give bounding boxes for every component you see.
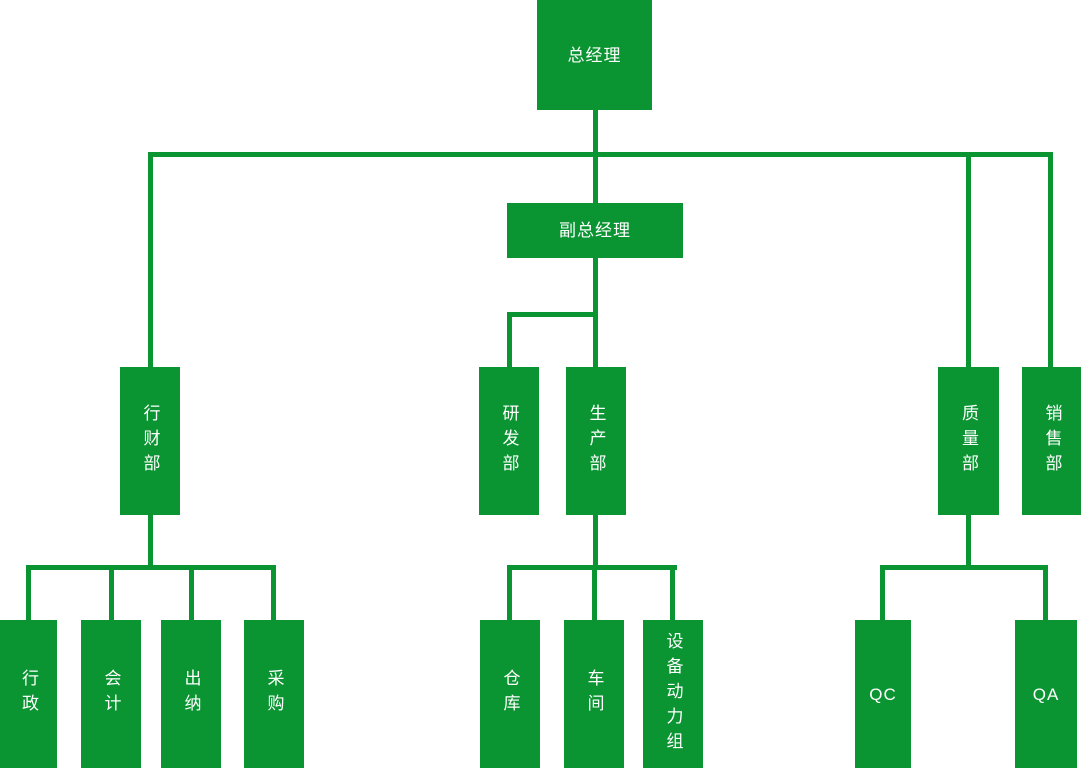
- node-finance-admin-dept[interactable]: 行财部: [120, 367, 180, 515]
- connector-drop-procurement: [271, 565, 276, 620]
- node-label: 出纳: [181, 669, 201, 719]
- connector-finance-admin-riser: [148, 515, 153, 570]
- node-label: 生产部: [586, 403, 606, 479]
- node-production-dept[interactable]: 生产部: [566, 367, 626, 515]
- connector-production-riser: [593, 515, 598, 570]
- node-sales-dept[interactable]: 销售部: [1022, 367, 1081, 515]
- connector-quality-riser: [966, 515, 971, 570]
- connector-top-rail: [148, 152, 1053, 157]
- node-label: 会计: [101, 669, 121, 719]
- connector-drop-qa: [1043, 565, 1048, 620]
- node-warehouse[interactable]: 仓库: [480, 620, 540, 768]
- node-quality-dept[interactable]: 质量部: [938, 367, 999, 515]
- connector-drop-workshop: [592, 565, 597, 620]
- connector-drop-rnd: [507, 312, 512, 367]
- connector-finance-admin-rail: [26, 565, 276, 570]
- connector-drop-equipment: [670, 565, 675, 620]
- node-label: 行财部: [140, 403, 160, 479]
- node-administration[interactable]: 行政: [0, 620, 57, 768]
- node-label: 设备动力组: [663, 631, 683, 757]
- node-label: 销售部: [1042, 403, 1062, 479]
- node-cashier[interactable]: 出纳: [161, 620, 221, 768]
- node-label: 仓库: [500, 669, 520, 719]
- node-label: 总经理: [567, 45, 622, 65]
- node-label: 副总经理: [559, 221, 631, 240]
- node-label: 行政: [19, 669, 38, 719]
- node-deputy-general-manager[interactable]: 副总经理: [507, 203, 683, 258]
- connector-drop-warehouse: [507, 565, 512, 620]
- connector-drop-administration: [26, 565, 31, 620]
- node-workshop[interactable]: 车间: [564, 620, 624, 768]
- node-label: 车间: [584, 669, 604, 719]
- node-label: QA: [1032, 684, 1060, 704]
- node-label: 研发部: [499, 403, 519, 479]
- node-qc[interactable]: QC: [855, 620, 911, 768]
- node-label: 质量部: [959, 403, 978, 479]
- connector-drop-quality: [966, 152, 971, 367]
- node-label: QC: [869, 684, 897, 704]
- node-rnd-dept[interactable]: 研发部: [479, 367, 539, 515]
- connector-drop-accounting: [109, 565, 114, 620]
- connector-quality-rail: [880, 565, 1048, 570]
- node-accounting[interactable]: 会计: [81, 620, 141, 768]
- node-label: 采购: [264, 669, 284, 719]
- connector-drop-finance-admin: [148, 152, 153, 367]
- connector-drop-cashier: [189, 565, 194, 620]
- connector-drop-sales: [1048, 152, 1053, 367]
- node-qa[interactable]: QA: [1015, 620, 1077, 768]
- node-equipment-power-group[interactable]: 设备动力组: [643, 620, 703, 768]
- node-procurement[interactable]: 采购: [244, 620, 304, 768]
- connector-dgm-rail: [507, 312, 598, 317]
- node-general-manager[interactable]: 总经理: [537, 0, 652, 110]
- connector-drop-qc: [880, 565, 885, 620]
